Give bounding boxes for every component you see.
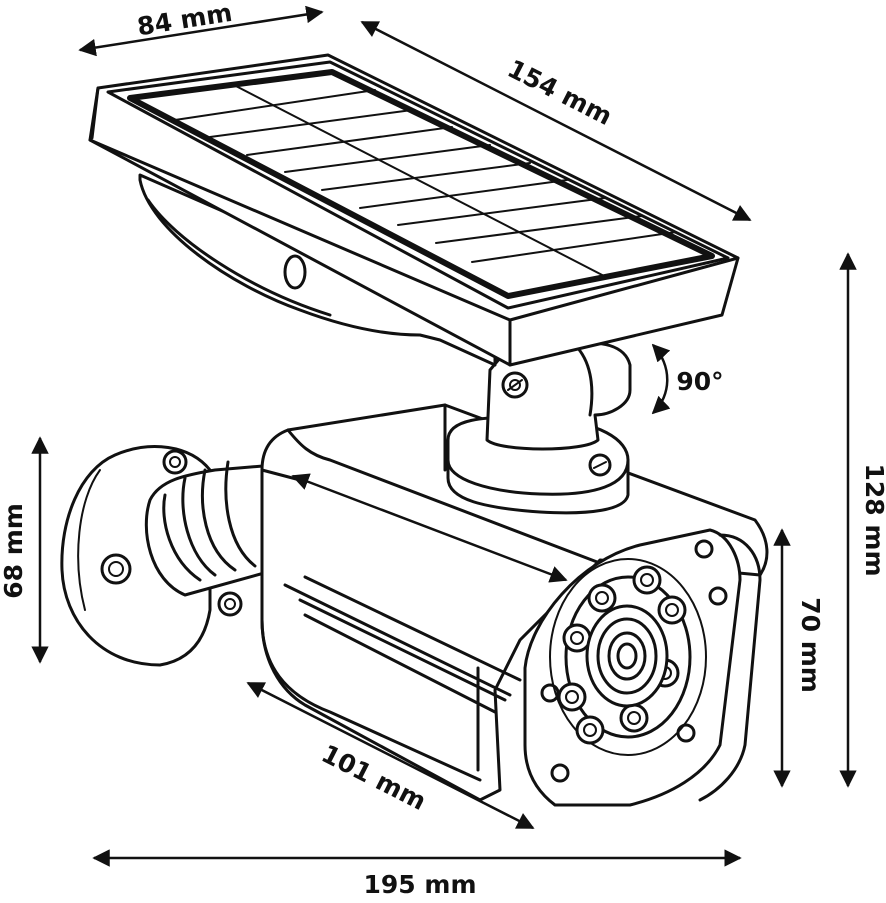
label-front-height: 70 mm (796, 597, 825, 693)
mount-ball-joint (144, 460, 277, 597)
label-total-height: 128 mm (860, 464, 886, 577)
mount-screw-bottom (217, 591, 243, 617)
camera-lens (585, 604, 669, 708)
label-panel-length: 154 mm (503, 54, 617, 131)
dimension-arrows (31, 5, 857, 867)
label-total-length: 195 mm (364, 870, 477, 899)
mount-screw-left (100, 553, 132, 585)
label-rotation: 90° (676, 367, 723, 396)
label-mount-height: 68 mm (0, 503, 28, 599)
label-panel-width: 84 mm (135, 0, 234, 41)
mount-screw-top (162, 449, 188, 475)
panel-bracket (446, 341, 632, 515)
solar-panel (88, 53, 740, 367)
